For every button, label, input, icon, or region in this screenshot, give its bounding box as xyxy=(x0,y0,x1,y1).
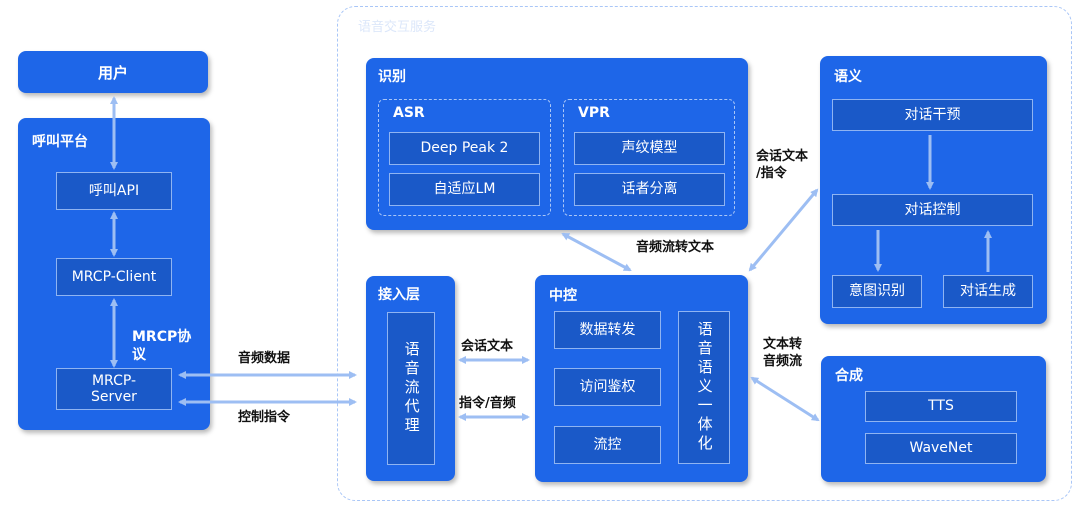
call-api-box: 呼叫API xyxy=(56,172,172,210)
recognition-block: 识别 ASR Deep Peak 2 自适应LM VPR 声纹模型 话者分离 xyxy=(366,58,748,230)
synthesis-title: 合成 xyxy=(835,368,863,384)
voice-service-title: 语音交互服务 xyxy=(358,20,437,35)
label-control-cmd: 控制指令 xyxy=(238,410,291,425)
dialog-control-box: 对话控制 xyxy=(832,194,1033,226)
dialog-generation-box: 对话生成 xyxy=(943,275,1033,308)
voice-semantic-integration-label: 语音语义一体化 xyxy=(695,321,714,454)
user-block: 用户 xyxy=(18,51,208,93)
asr-title: ASR xyxy=(393,105,425,121)
mrcp-client-box: MRCP-Client xyxy=(56,258,172,296)
central-control-block: 中控 数据转发 访问鉴权 流控 语音语义一体化 xyxy=(535,275,748,482)
flow-control-box: 流控 xyxy=(554,426,661,464)
asr-group: ASR Deep Peak 2 自适应LM xyxy=(378,99,551,216)
access-layer-block: 接入层 语音流代理 xyxy=(366,276,455,481)
label-audio-data: 音频数据 xyxy=(238,351,291,366)
voice-stream-proxy-label: 语音流代理 xyxy=(402,341,421,436)
adaptive-lm-box: 自适应LM xyxy=(389,173,540,206)
recognition-title: 识别 xyxy=(378,69,406,85)
call-platform-block: 呼叫平台 呼叫API MRCP-Client MRCP- Server MRCP… xyxy=(18,118,210,430)
voice-stream-proxy-box: 语音流代理 xyxy=(387,312,435,465)
synthesis-block: 合成 TTS WaveNet xyxy=(821,356,1046,482)
dialog-intervention-box: 对话干预 xyxy=(832,99,1033,131)
speaker-separation-box: 话者分离 xyxy=(574,173,725,206)
deep-peak-box: Deep Peak 2 xyxy=(389,132,540,165)
voiceprint-model-box: 声纹模型 xyxy=(574,132,725,165)
semantic-title: 语义 xyxy=(834,69,862,85)
wavenet-box: WaveNet xyxy=(865,433,1017,464)
label-text-to-audio: 文本转 音频流 xyxy=(763,337,803,369)
call-platform-title: 呼叫平台 xyxy=(32,134,88,150)
vpr-title: VPR xyxy=(578,105,610,121)
voice-semantic-integration-box: 语音语义一体化 xyxy=(678,311,730,464)
intent-recognition-box: 意图识别 xyxy=(832,275,922,308)
data-forwarding-box: 数据转发 xyxy=(554,311,661,349)
label-audio-to-text: 音频流转文本 xyxy=(636,240,715,255)
label-session-text-cmd: 会话文本 /指令 xyxy=(756,149,809,181)
central-control-title: 中控 xyxy=(549,288,577,304)
label-session-text: 会话文本 xyxy=(461,339,514,354)
semantic-block: 语义 对话干预 对话控制 意图识别 对话生成 xyxy=(820,56,1047,324)
label-cmd-audio: 指令/音频 xyxy=(459,396,516,411)
tts-box: TTS xyxy=(865,391,1017,422)
mrcp-server-box: MRCP- Server xyxy=(56,368,172,410)
access-layer-title: 接入层 xyxy=(378,287,420,303)
mrcp-protocol-label: MRCP协 议 xyxy=(132,329,192,364)
vpr-group: VPR 声纹模型 话者分离 xyxy=(563,99,735,216)
user-label: 用户 xyxy=(97,63,128,82)
access-auth-box: 访问鉴权 xyxy=(554,368,661,406)
voice-service-region xyxy=(337,6,1072,501)
